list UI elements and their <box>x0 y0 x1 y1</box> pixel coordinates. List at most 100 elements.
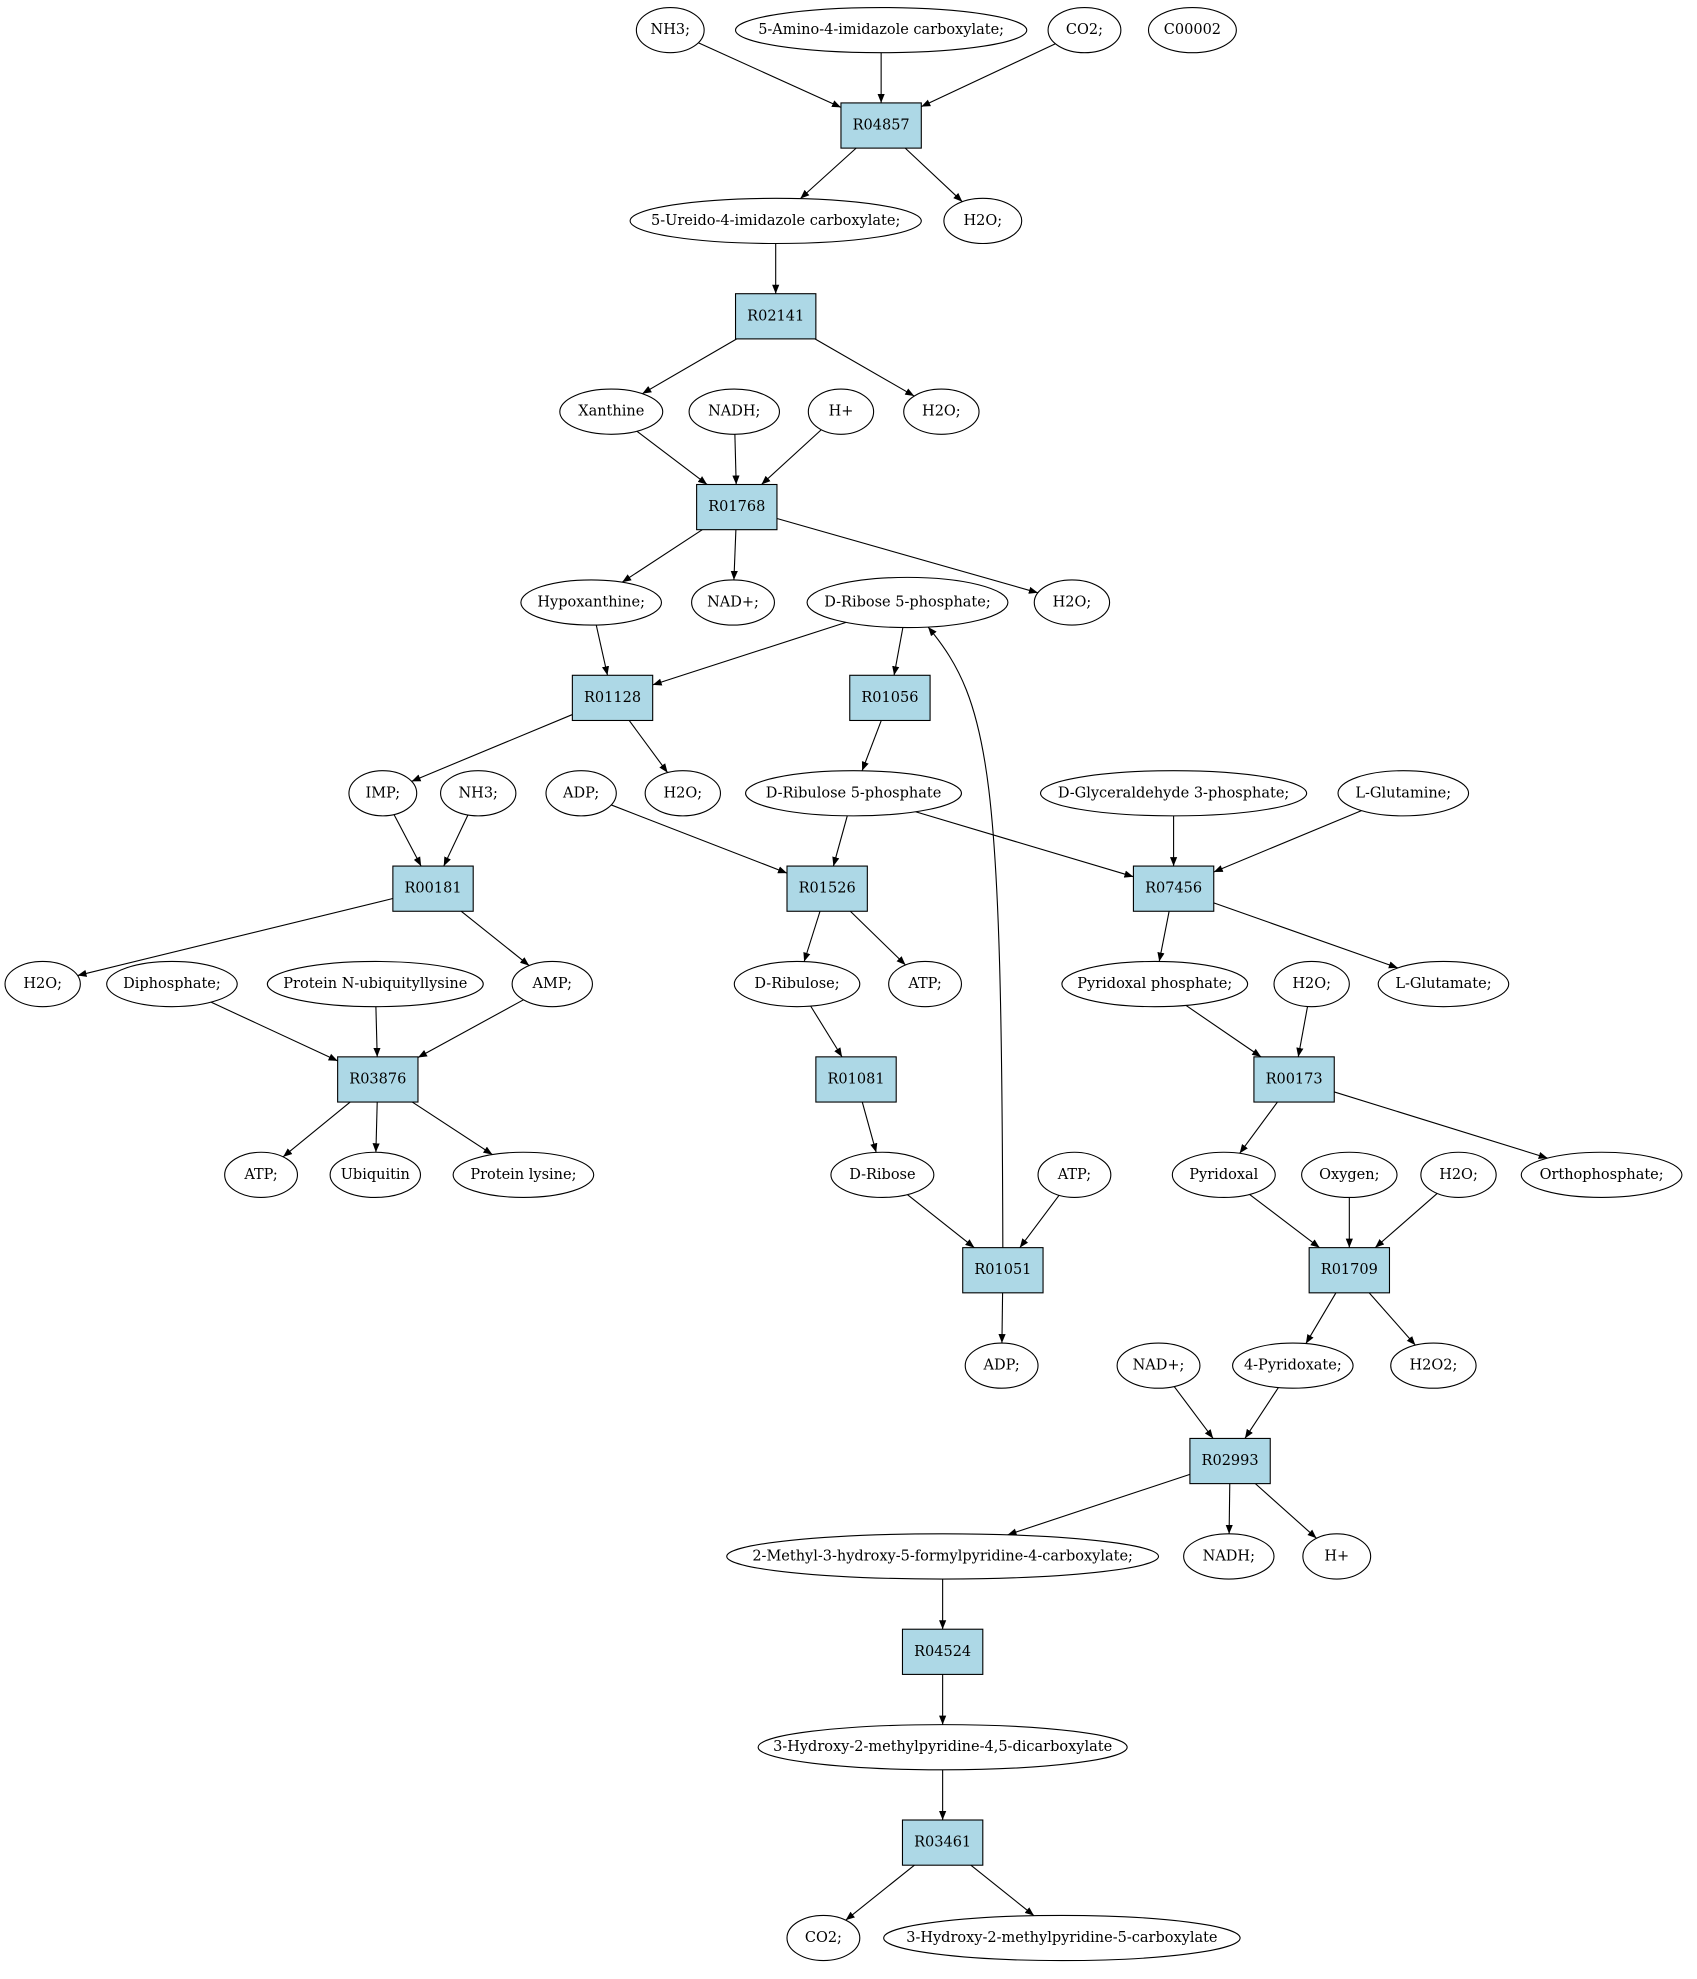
compound-node-orthophosphate[interactable]: Orthophosphate; <box>1520 1151 1683 1198</box>
compound-node-co2[interactable]: CO2; <box>786 1914 861 1962</box>
compound-node-imp[interactable]: IMP; <box>348 770 418 817</box>
edge-R04857-to-uica <box>799 147 857 200</box>
compound-node-amp[interactable]: AMP; <box>511 960 593 1008</box>
edge-R00181-to-amp <box>460 910 530 967</box>
reaction-node-r07456[interactable]: R07456 <box>1132 865 1215 912</box>
compound-ellipse <box>1037 1151 1112 1198</box>
compound-node-nadh[interactable]: NADH; <box>688 388 781 435</box>
node-label: ATP; <box>907 976 941 992</box>
reaction-node-r02141[interactable]: R02141 <box>734 293 817 340</box>
compound-ellipse <box>1520 1151 1683 1198</box>
compound-node-pyridoxal-phosphate[interactable]: Pyridoxal phosphate; <box>1061 960 1249 1008</box>
compound-node-l-glutamine[interactable]: L-Glutamine; <box>1337 770 1470 817</box>
node-label: D-Ribose 5-phosphate; <box>824 594 990 610</box>
reaction-box <box>962 1247 1044 1294</box>
reaction-node-r04524[interactable]: R04524 <box>901 1628 984 1675</box>
compound-node-3-hydroxy-2-methylpyridine-4-5-dicarboxylate[interactable]: 3-Hydroxy-2-methylpyridine-4,5-dicarboxy… <box>757 1724 1128 1771</box>
compound-node-nadh[interactable]: NADH; <box>1183 1533 1275 1580</box>
compound-node-nh3[interactable]: NH3; <box>440 770 517 817</box>
compound-ellipse <box>943 197 1023 245</box>
reaction-node-r03461[interactable]: R03461 <box>901 1819 984 1866</box>
edge-R02993-to-nadh_2 <box>1225 1483 1233 1534</box>
compound-node-h2o[interactable]: H2O; <box>1420 1151 1497 1198</box>
compound-node-h2o[interactable]: H2O; <box>903 388 980 435</box>
compound-ellipse <box>559 388 664 435</box>
node-label: R01709 <box>1321 1262 1378 1278</box>
compound-node-h2o2[interactable]: H2O2; <box>1390 1342 1477 1389</box>
reaction-node-r01128[interactable]: R01128 <box>571 674 654 722</box>
compound-node-h2o[interactable]: H2O; <box>4 960 81 1008</box>
compound-node-5-amino-4-imidazole-carboxylate[interactable]: 5-Amino-4-imidazole carboxylate; <box>734 6 1028 54</box>
compound-node-d-ribose[interactable]: D-Ribose <box>830 1151 935 1198</box>
compound-node-h2o[interactable]: H2O; <box>644 770 722 817</box>
edge-h2o_7-to-R01709 <box>1374 1193 1438 1249</box>
compound-node-hypoxanthine[interactable]: Hypoxanthine; <box>520 579 663 626</box>
node-label: R03461 <box>914 1835 971 1851</box>
node-label: R07456 <box>1145 881 1202 897</box>
reaction-node-r01768[interactable]: R01768 <box>696 483 778 531</box>
compound-node-nad[interactable]: NAD+; <box>1116 1342 1201 1389</box>
compound-node-c00002[interactable]: C00002 <box>1147 6 1237 54</box>
compound-node-d-ribulose[interactable]: D-Ribulose; <box>733 960 861 1008</box>
reaction-node-r02993[interactable]: R02993 <box>1189 1437 1271 1485</box>
compound-node-protein-n-ubiquityllysine[interactable]: Protein N-ubiquityllysine <box>266 960 484 1008</box>
compound-node-h2o[interactable]: H2O; <box>943 197 1023 245</box>
compound-ellipse <box>1183 1533 1275 1580</box>
compound-node-h[interactable]: H+ <box>807 388 875 435</box>
node-label: 5-Ureido-4-imidazole carboxylate; <box>651 213 900 229</box>
reaction-box <box>1308 1247 1391 1294</box>
compound-node-h2o[interactable]: H2O; <box>1273 960 1350 1008</box>
reaction-node-r00181[interactable]: R00181 <box>392 865 474 912</box>
compound-node-diphosphate[interactable]: Diphosphate; <box>106 960 238 1008</box>
reaction-node-r01081[interactable]: R01081 <box>815 1056 897 1103</box>
compound-node-nh3[interactable]: NH3; <box>635 6 705 54</box>
compound-ellipse <box>4 960 81 1008</box>
compound-node-adp[interactable]: ADP; <box>964 1342 1039 1389</box>
node-label: R01768 <box>708 499 765 515</box>
compound-node-atp[interactable]: ATP; <box>888 960 963 1008</box>
compound-node-2-methyl-3-hydroxy-5-formylpyridine-4-carboxylate[interactable]: 2-Methyl-3-hydroxy-5-formylpyridine-4-ca… <box>726 1533 1160 1580</box>
reaction-node-r01056[interactable]: R01056 <box>849 674 931 722</box>
compound-node-adp[interactable]: ADP; <box>545 770 617 817</box>
node-label: Diphosphate; <box>123 976 221 992</box>
compound-node-oxygen[interactable]: Oxygen; <box>1301 1151 1398 1198</box>
reaction-node-r04857[interactable]: R04857 <box>840 102 922 149</box>
compound-node-l-glutamate[interactable]: L-Glutamate; <box>1377 960 1510 1008</box>
compound-node-3-hydroxy-2-methylpyridine-5-carboxylate[interactable]: 3-Hydroxy-2-methylpyridine-5-carboxylate <box>883 1914 1241 1962</box>
compound-node-d-ribose-5-phosphate[interactable]: D-Ribose 5-phosphate; <box>806 576 1009 629</box>
compound-node-d-glyceraldehyde-3-phosphate[interactable]: D-Glyceraldehyde 3-phosphate; <box>1039 770 1308 817</box>
node-label: CO2; <box>805 1930 842 1946</box>
compound-node-co2[interactable]: CO2; <box>1047 6 1122 54</box>
reaction-node-r01051[interactable]: R01051 <box>962 1247 1044 1294</box>
compound-node-4-pyridoxate[interactable]: 4-Pyridoxate; <box>1232 1342 1354 1389</box>
node-label: R01051 <box>974 1262 1031 1278</box>
edge-R02993-to-mhfpc <box>1007 1473 1191 1536</box>
compound-node-d-ribulose-5-phosphate[interactable]: D-Ribulose 5-phosphate <box>745 770 963 817</box>
node-label: R03876 <box>349 1071 406 1087</box>
reaction-node-r00173[interactable]: R00173 <box>1253 1056 1335 1103</box>
compound-node-pyridoxal[interactable]: Pyridoxal <box>1171 1151 1276 1198</box>
compound-node-ubiquitin[interactable]: Ubiquitin <box>329 1151 422 1198</box>
edge-plp-to-R00173 <box>1185 1004 1262 1058</box>
compound-node-protein-lysine[interactable]: Protein lysine; <box>452 1151 595 1198</box>
edge-R01081-to-dribose <box>861 1101 878 1153</box>
edge-xanthine-to-R01768 <box>636 430 708 485</box>
reaction-node-r01709[interactable]: R01709 <box>1308 1247 1391 1294</box>
compound-ellipse <box>903 388 980 435</box>
compound-node-xanthine[interactable]: Xanthine <box>559 388 664 435</box>
compound-node-nad[interactable]: NAD+; <box>691 579 775 626</box>
compound-node-h2o[interactable]: H2O; <box>1033 579 1111 626</box>
compound-ellipse <box>830 1151 935 1198</box>
reaction-box <box>901 1628 984 1675</box>
compound-ellipse <box>224 1151 299 1198</box>
compound-node-atp[interactable]: ATP; <box>1037 1151 1112 1198</box>
compound-node-h[interactable]: H+ <box>1302 1533 1372 1580</box>
reaction-node-r03876[interactable]: R03876 <box>337 1056 419 1103</box>
node-label: ATP; <box>243 1167 277 1183</box>
compound-ellipse <box>1147 6 1237 54</box>
edge-R01768-to-h2o_3 <box>776 517 1039 594</box>
reaction-node-r01526[interactable]: R01526 <box>786 865 868 912</box>
compound-node-atp[interactable]: ATP; <box>224 1151 299 1198</box>
compound-node-5-ureido-4-imidazole-carboxylate[interactable]: 5-Ureido-4-imidazole carboxylate; <box>629 197 922 245</box>
edge-R01526-to-atp_1 <box>849 910 906 966</box>
